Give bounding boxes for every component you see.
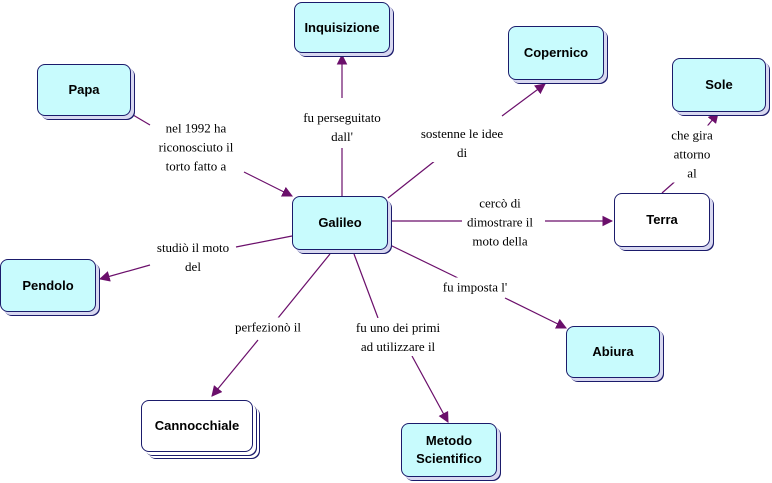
node-sole-label: Sole [705,77,733,93]
connector-cannocchiale-label-to-cannocchiale [211,339,259,397]
node-papa-label: Papa [68,82,100,98]
node-terra-label: Terra [646,212,678,228]
node-inquisizione-label: Inquisizione [304,19,380,35]
link-label-terra: cercò di dimostrare il moto della [466,193,534,251]
node-cannocchiale-label: Cannocchiale [154,418,240,434]
node-galileo-label: Galileo [318,215,362,231]
connector-papa-to-label [127,111,151,126]
node-pendolo[interactable]: Pendolo [0,259,96,312]
link-label-pendolo: studiò il moto del [156,238,230,276]
link-label-abiura: fu imposta l' [442,277,508,297]
connector-metodo-label-to-metodo [411,355,449,423]
connector-galileo-to-cannocchiale-label [277,253,331,319]
node-terra[interactable]: Terra [614,193,710,247]
connector-galileo-to-metodo-label [353,253,379,319]
connector-galileo-to-pendolo-label [235,235,293,248]
node-copernico-label: Copernico [523,45,589,61]
node-galileo[interactable]: Galileo [292,196,388,250]
connector-galileo-to-abiura-label [389,244,459,279]
node-sole[interactable]: Sole [672,58,766,112]
connector-papa-label-to-galileo [243,171,293,197]
node-abiura[interactable]: Abiura [566,326,660,378]
node-copernico[interactable]: Copernico [508,26,604,80]
connector-abiura-label-to-abiura [504,297,567,329]
connector-copernico-label-to-copernico [501,83,546,117]
node-inquisizione[interactable]: Inquisizione [294,2,390,53]
node-abiura-label: Abiura [592,344,634,360]
node-cannocchiale[interactable]: Cannocchiale [141,400,253,452]
link-label-sole: che gira attorno al [652,125,732,183]
link-label-inquisizione: fu perseguitato dall' [303,108,381,146]
link-label-copernico: sostenne le idee di [420,124,504,162]
link-label-metodo: fu uno dei primi ad utilizzare il [355,318,441,356]
link-label-cannocchiale: perfezionò il [234,317,302,337]
node-papa[interactable]: Papa [37,64,131,116]
connector-pendolo-label-to-pendolo [98,264,151,282]
node-pendolo-label: Pendolo [22,277,74,293]
link-label-papa: nel 1992 ha riconosciuto il torto fatto … [158,118,234,176]
node-metodo-scientifico-label: Metodo Scientifico [416,433,482,466]
connector-galileo-to-copernico-label [387,159,437,199]
node-metodo-scientifico[interactable]: Metodo Scientifico [401,423,497,477]
